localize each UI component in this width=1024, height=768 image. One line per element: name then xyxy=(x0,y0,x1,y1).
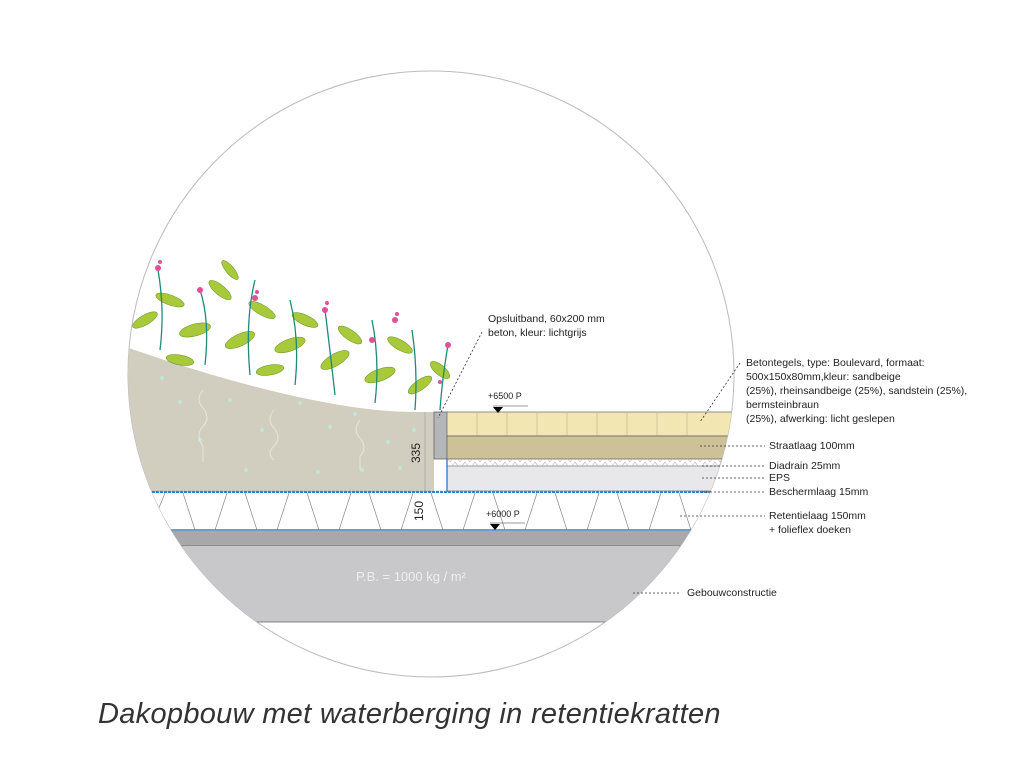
diadrain-layer xyxy=(447,459,734,466)
annotation-line: bermsteinbraun xyxy=(746,399,819,411)
soil-layer xyxy=(128,345,434,492)
tile-layer xyxy=(446,411,734,437)
concrete-top-layer xyxy=(128,531,734,546)
load-label: P.B. = 1000 kg / m² xyxy=(356,569,466,584)
level-marker-top xyxy=(493,407,503,413)
level-label-bottom: +6000 P xyxy=(486,509,520,519)
annotation-line: + folieflex doeken xyxy=(769,524,852,536)
annotation-opsluitband: Opsluitband, 60x200 mm beton, kleur: lic… xyxy=(488,312,605,340)
dimension-lower: 150 xyxy=(412,500,427,522)
annotation-eps: EPS xyxy=(769,472,791,484)
annotation-line: Betontegels, type: Boulevard, formaat: xyxy=(746,357,925,369)
tile-joints xyxy=(476,412,688,436)
annotation-retentielaag: Retentielaag 150mm + folieflex doeken xyxy=(769,509,866,537)
annotation-beschermlaag: Beschermlaag 15mm xyxy=(769,486,869,498)
level-marker-bottom xyxy=(490,524,500,530)
annotation-diadrain: Diadrain 25mm xyxy=(769,460,841,472)
diagram-title: Dakopbouw met waterberging in retentiekr… xyxy=(98,698,721,730)
annotation-straatlaag: Straatlaag 100mm xyxy=(769,440,855,452)
level-label-top: +6500 P xyxy=(488,391,522,401)
annotation-line: beton, kleur: lichtgrijs xyxy=(488,327,587,339)
water-flow-arrows xyxy=(198,389,365,470)
annotation-line: (25%), rheinsandbeige (25%), sandstein (… xyxy=(746,385,968,397)
plants xyxy=(132,260,451,411)
eps-layer xyxy=(446,465,734,492)
annotation-line: (25%), afwerking: licht geslepen xyxy=(746,413,895,425)
straatlaag-layer xyxy=(446,435,734,460)
leader-lines xyxy=(437,331,765,594)
annotation-line: Retentielaag 150mm xyxy=(769,510,866,522)
opsluitband xyxy=(433,411,448,460)
annotation-gebouwconstructie: Gebouwconstructie xyxy=(687,587,777,599)
water-drops xyxy=(160,376,416,474)
retention-layer xyxy=(128,493,734,530)
annotation-line: 500x150x80mm,kleur: sandbeige xyxy=(746,371,901,383)
annotation-line: Opsluitband, 60x200 mm xyxy=(488,313,605,325)
annotation-betontegels: Betontegels, type: Boulevard, formaat: 5… xyxy=(746,356,967,426)
dimension-upper: 335 xyxy=(409,442,424,464)
